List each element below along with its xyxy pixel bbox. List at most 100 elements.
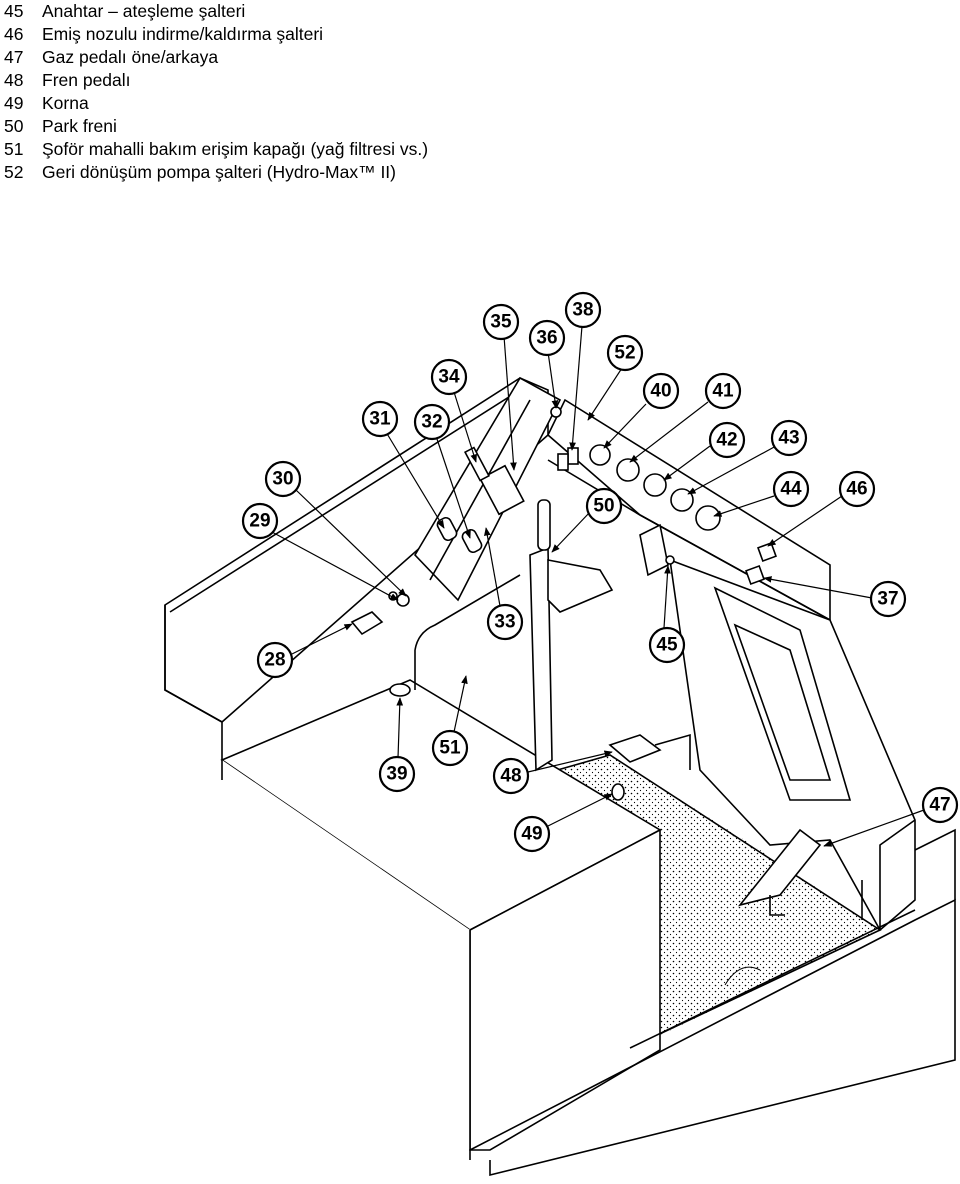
svg-text:31: 31 <box>369 409 391 430</box>
callout-39: 39 <box>378 755 416 793</box>
leader-30 <box>295 489 407 597</box>
callout-30: 30 <box>264 460 302 498</box>
svg-text:52: 52 <box>614 343 635 364</box>
leader-39 <box>396 697 404 759</box>
legend-item: 50 Park freni <box>4 115 428 138</box>
callout-46: 46 <box>838 470 876 508</box>
legend-text: Anahtar – ateşleme şalteri <box>42 1 246 21</box>
cab-drawing <box>164 376 956 1177</box>
svg-text:29: 29 <box>249 511 270 532</box>
svg-text:35: 35 <box>490 312 512 333</box>
legend-number: 47 <box>4 47 24 67</box>
legend-number: 51 <box>4 139 24 159</box>
svg-text:37: 37 <box>877 589 898 610</box>
park-brake-bracket <box>547 559 614 613</box>
door-window-inner <box>733 623 832 781</box>
leader-45 <box>663 565 671 629</box>
switch-29 <box>396 593 410 607</box>
callouts: 28 29 30 31 32 33 34 35 36 37 38 39 40 4… <box>241 291 959 853</box>
svg-text:50: 50 <box>593 496 614 517</box>
leader-32 <box>435 435 471 539</box>
legend-text: Korna <box>42 93 89 113</box>
svg-text:46: 46 <box>846 479 867 500</box>
park-brake-handle <box>537 499 551 551</box>
svg-text:34: 34 <box>438 367 460 388</box>
gauge-42 <box>643 473 667 497</box>
leader-50 <box>551 511 591 553</box>
leader-43 <box>687 445 777 495</box>
leader-44 <box>713 495 775 517</box>
knob-39 <box>389 683 411 697</box>
cab-floor-outline <box>539 754 882 1049</box>
callout-49: 49 <box>513 815 551 853</box>
leader-49 <box>547 793 613 827</box>
accelerator-pivot <box>769 895 785 916</box>
svg-text:49: 49 <box>521 824 542 845</box>
callout-32: 32 <box>413 403 451 441</box>
legend-text: Park freni <box>42 116 117 136</box>
legend-text: Geri dönüşüm pompa şalteri (Hydro-Max™ I… <box>42 162 396 182</box>
callout-37: 37 <box>869 580 907 618</box>
callout-42: 42 <box>708 421 746 459</box>
callout-48: 48 <box>492 757 530 795</box>
switch-52 <box>557 453 569 471</box>
left-ledge-edge <box>164 605 223 760</box>
svg-text:38: 38 <box>572 300 593 321</box>
horn-button <box>611 783 625 801</box>
accelerator-pedal <box>737 828 822 907</box>
callout-41: 41 <box>704 372 742 410</box>
leader-lines <box>271 325 925 847</box>
svg-text:42: 42 <box>716 430 737 451</box>
callout-50: 50 <box>585 487 623 525</box>
door-edge <box>879 819 916 930</box>
callout-40: 40 <box>642 372 680 410</box>
access-cover-edge <box>414 574 521 690</box>
legend-number: 50 <box>4 116 24 136</box>
leader-35 <box>503 335 517 471</box>
leader-33 <box>484 527 501 607</box>
callout-44: 44 <box>772 470 810 508</box>
legend-text: Fren pedalı <box>42 70 131 90</box>
leader-29 <box>271 531 399 601</box>
ignition-housing <box>639 523 669 577</box>
svg-text:41: 41 <box>712 381 734 402</box>
svg-text:33: 33 <box>494 612 515 633</box>
gauge-43 <box>670 488 694 512</box>
panel-edge <box>429 399 531 581</box>
lower-frame <box>469 898 956 1177</box>
seat-box-edges <box>221 760 471 1160</box>
lower-frame-inner <box>629 909 916 1049</box>
svg-text:48: 48 <box>500 766 521 787</box>
svg-text:43: 43 <box>778 428 799 449</box>
callout-38: 38 <box>564 291 602 329</box>
svg-text:36: 36 <box>536 328 557 349</box>
callout-29: 29 <box>241 502 279 540</box>
callout-35: 35 <box>482 303 520 341</box>
callout-51: 51 <box>431 729 469 767</box>
leader-37 <box>763 576 873 599</box>
switch-38 <box>567 447 579 465</box>
callout-28: 28 <box>256 641 294 679</box>
brake-pedal-arm <box>654 733 691 770</box>
svg-text:28: 28 <box>264 650 285 671</box>
svg-text:30: 30 <box>272 469 293 490</box>
callout-47: 47 <box>921 786 959 824</box>
svg-text:45: 45 <box>656 635 678 656</box>
svg-text:44: 44 <box>780 479 802 500</box>
legend-text: Şoför mahalli bakım erişim kapağı (yağ f… <box>42 139 429 159</box>
leader-52 <box>587 367 623 421</box>
leader-38 <box>569 325 583 451</box>
leader-36 <box>547 351 559 409</box>
legend-number: 49 <box>4 93 24 113</box>
legend-item: 51 Şoför mahalli bakım erişim kapağı (yağ… <box>4 138 428 161</box>
callout-43: 43 <box>770 419 808 457</box>
leader-47 <box>823 809 925 847</box>
frame-corner <box>914 828 956 900</box>
gauge-44 <box>695 505 721 531</box>
gauge-41 <box>616 458 640 482</box>
